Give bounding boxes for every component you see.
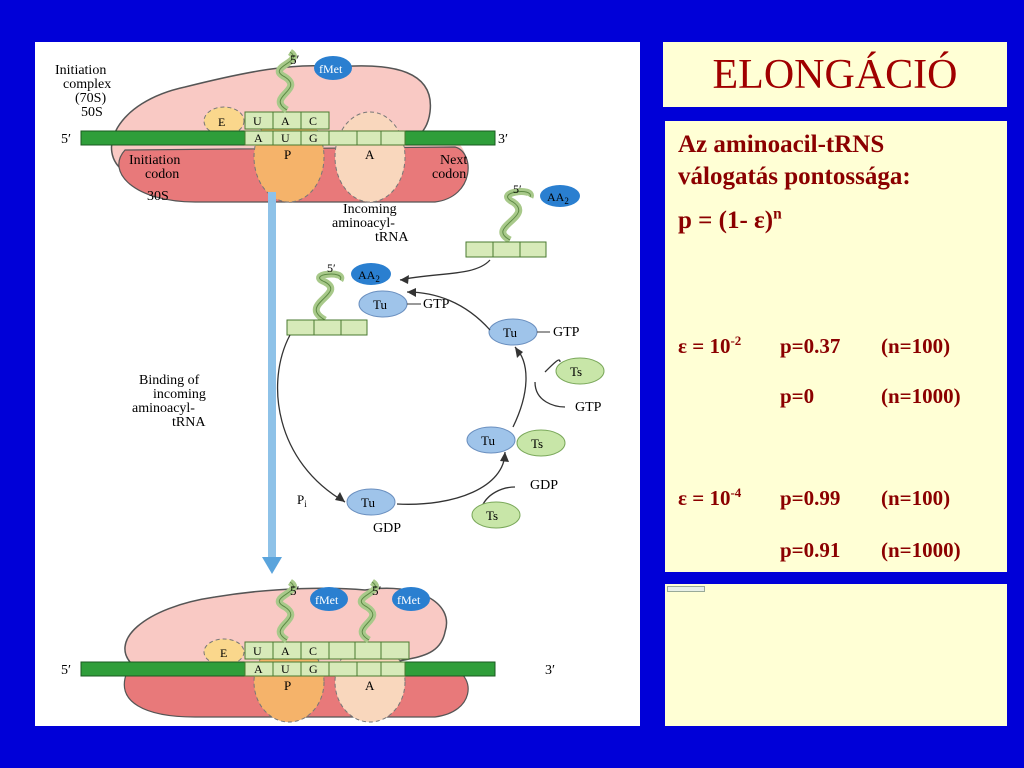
n-value-2: (n=1000) (881, 384, 961, 408)
svg-text:GDP: GDP (530, 478, 558, 493)
svg-text:GTP: GTP (423, 297, 450, 312)
svg-text:U: U (281, 131, 290, 145)
svg-text:(70S): (70S) (75, 91, 106, 106)
progress-arrow-head (262, 557, 282, 574)
ribosome-elongation-figure: Initiation complex (70S) 50S 5′ 3′ Initi… (35, 42, 640, 726)
svg-text:Initiation: Initiation (55, 63, 106, 78)
svg-text:5′: 5′ (327, 261, 336, 275)
n-value-4: (n=1000) (881, 538, 961, 562)
text-line-2: válogatás pontossága: (678, 163, 911, 190)
svg-text:G: G (309, 662, 318, 676)
p-value-2: p=0 (780, 384, 815, 408)
svg-text:aminoacyl-: aminoacyl- (132, 401, 195, 416)
text-line-1: Az aminoacil-tRNS (678, 131, 885, 158)
svg-text:Tu: Tu (373, 297, 387, 312)
p-value-4: p=0.91 (780, 538, 841, 562)
svg-text:5′: 5′ (372, 583, 382, 598)
svg-text:5′: 5′ (290, 583, 300, 598)
progress-arrow-shaft (268, 192, 276, 562)
svg-text:Incoming: Incoming (343, 202, 397, 217)
svg-text:Binding of: Binding of (139, 373, 200, 388)
svg-text:5′: 5′ (61, 663, 71, 678)
svg-text:incoming: incoming (153, 387, 206, 402)
svg-text:Tu: Tu (503, 325, 517, 340)
svg-text:A: A (365, 147, 375, 162)
svg-text:codon: codon (432, 167, 466, 182)
p-value-3: p=0.99 (780, 486, 841, 510)
n-value-1: (n=100) (881, 334, 951, 358)
svg-text:U: U (253, 114, 262, 128)
svg-text:30S: 30S (147, 189, 169, 204)
embedded-object-box (665, 584, 1007, 726)
text-panel: Az aminoacil-tRNS válogatás pontossága: … (665, 121, 1007, 572)
svg-text:E: E (218, 115, 225, 129)
svg-text:AA2: AA2 (358, 268, 380, 284)
eps-row-3: ε = 10-4 (678, 485, 742, 510)
svg-text:5′: 5′ (513, 182, 522, 196)
svg-text:C: C (309, 114, 317, 128)
svg-text:3′: 3′ (498, 132, 508, 147)
incoming-trna-top (465, 185, 580, 258)
svg-text:Tu: Tu (361, 495, 375, 510)
svg-text:codon: codon (145, 167, 179, 182)
slide-title-box: ELONGÁCIÓ (663, 42, 1007, 107)
svg-text:fMet: fMet (397, 593, 421, 607)
svg-text:fMet: fMet (315, 593, 339, 607)
n-value-3: (n=100) (881, 486, 951, 510)
svg-text:tRNA: tRNA (375, 230, 409, 245)
svg-text:aminoacyl-: aminoacyl- (332, 216, 395, 231)
svg-text:Tu: Tu (481, 433, 495, 448)
svg-text:Ts: Ts (570, 364, 582, 379)
svg-text:complex: complex (63, 77, 111, 92)
svg-text:AA2: AA2 (547, 190, 569, 206)
svg-text:GDP: GDP (373, 521, 401, 536)
elongation-diagram: Initiation complex (70S) 50S 5′ 3′ Initi… (55, 49, 605, 723)
svg-text:E: E (220, 646, 227, 660)
svg-text:G: G (309, 131, 318, 145)
svg-text:GTP: GTP (553, 325, 580, 340)
formula: p = (1- ε)n (678, 205, 782, 234)
svg-text:tRNA: tRNA (172, 415, 206, 430)
svg-text:A: A (254, 662, 263, 676)
svg-text:Ts: Ts (486, 508, 498, 523)
embedded-object-icon (667, 586, 705, 592)
svg-text:P: P (284, 147, 291, 162)
svg-text:U: U (253, 644, 262, 658)
svg-text:A: A (254, 131, 263, 145)
svg-text:5′: 5′ (61, 132, 71, 147)
svg-text:GTP: GTP (575, 400, 602, 415)
svg-text:U: U (281, 662, 290, 676)
bottom-ribosome (80, 579, 496, 723)
svg-text:Initiation: Initiation (129, 153, 180, 168)
svg-text:3′: 3′ (545, 663, 555, 678)
svg-text:fMet: fMet (319, 62, 343, 76)
svg-text:Ts: Ts (531, 436, 543, 451)
svg-text:C: C (309, 644, 317, 658)
svg-text:A: A (365, 678, 375, 693)
svg-text:Next: Next (440, 153, 467, 168)
svg-text:P: P (284, 678, 291, 693)
slide-title: ELONGÁCIÓ (712, 51, 958, 98)
cycle-trna (286, 263, 408, 336)
top-ribosome (80, 49, 496, 203)
eps-row-1: ε = 10-2 (678, 333, 742, 358)
svg-text:Pi: Pi (297, 492, 307, 509)
svg-text:A: A (281, 644, 290, 658)
svg-text:50S: 50S (81, 105, 103, 120)
svg-text:A: A (281, 114, 290, 128)
p-value-1: p=0.37 (780, 334, 841, 358)
svg-text:5′: 5′ (290, 52, 300, 67)
